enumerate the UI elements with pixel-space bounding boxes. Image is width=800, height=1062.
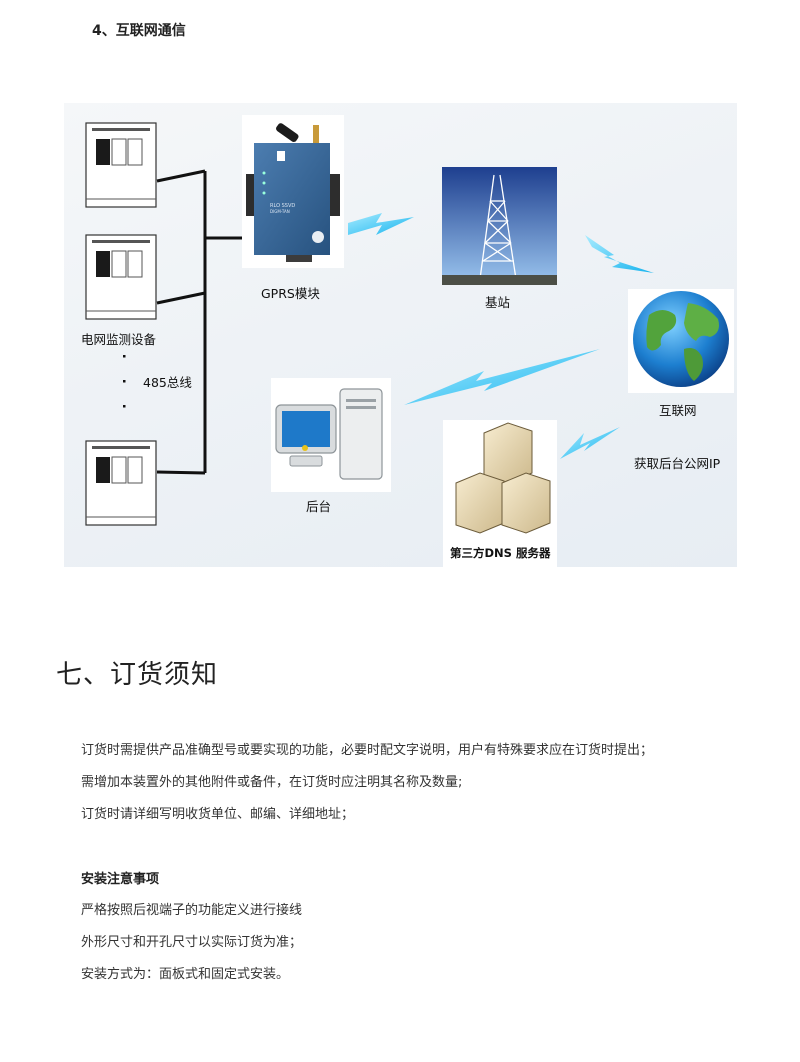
meter-cabinet-icon [85, 122, 157, 208]
network-diagram: RLO SSVD DIGM-TAN [64, 103, 737, 567]
meter-cabinet-icon [85, 234, 157, 320]
device-model-text: RLO SSVD [270, 203, 295, 209]
backend-label: 后台 [306, 499, 332, 514]
lightning-bolt-icon [348, 213, 654, 459]
internet-globe-icon [628, 289, 734, 393]
install-line-1: 严格按照后视端子的功能定义进行接线 [81, 903, 303, 918]
order-line-1: 订货时需提供产品准确型号或要实现的功能，必要时配文字说明，用户有特殊要求应在订货… [81, 743, 654, 758]
dns-label: 第三方DNS 服务器 [450, 546, 551, 560]
dns-server-icon [443, 420, 557, 567]
install-line-3: 安装方式为：面板式和固定式安装。 [81, 967, 290, 982]
install-heading: 安装注意事项 [81, 872, 160, 887]
order-line-2: 需增加本装置外的其他附件或备件，在订货时应注明其名称及数量; [81, 775, 463, 790]
order-line-3: 订货时请详细写明收货单位、邮编、详细地址； [81, 807, 355, 822]
internet-label: 互联网 [659, 403, 697, 418]
meter-cabinet-icon [85, 440, 157, 526]
meters-label: 电网监测设备 [81, 332, 157, 347]
station-label: 基站 [485, 295, 511, 310]
gprs-module-icon: RLO SSVD DIGM-TAN [242, 115, 344, 268]
backend-computer-icon [271, 378, 391, 492]
install-line-2: 外形尺寸和开孔尺寸以实际订货为准； [81, 935, 303, 950]
ip-label: 获取后台公网IP [634, 456, 721, 471]
base-station-icon [442, 167, 557, 285]
device-sub-text: DIGM-TAN [270, 209, 290, 214]
order-section-title: 七、订货须知 [56, 660, 219, 690]
bus-label: 485总线 [143, 375, 192, 390]
bus-wiring [156, 169, 250, 475]
ellipsis-dots [123, 355, 126, 408]
section-heading: 4、互联网通信 [92, 23, 186, 39]
gprs-label: GPRS模块 [261, 286, 320, 301]
